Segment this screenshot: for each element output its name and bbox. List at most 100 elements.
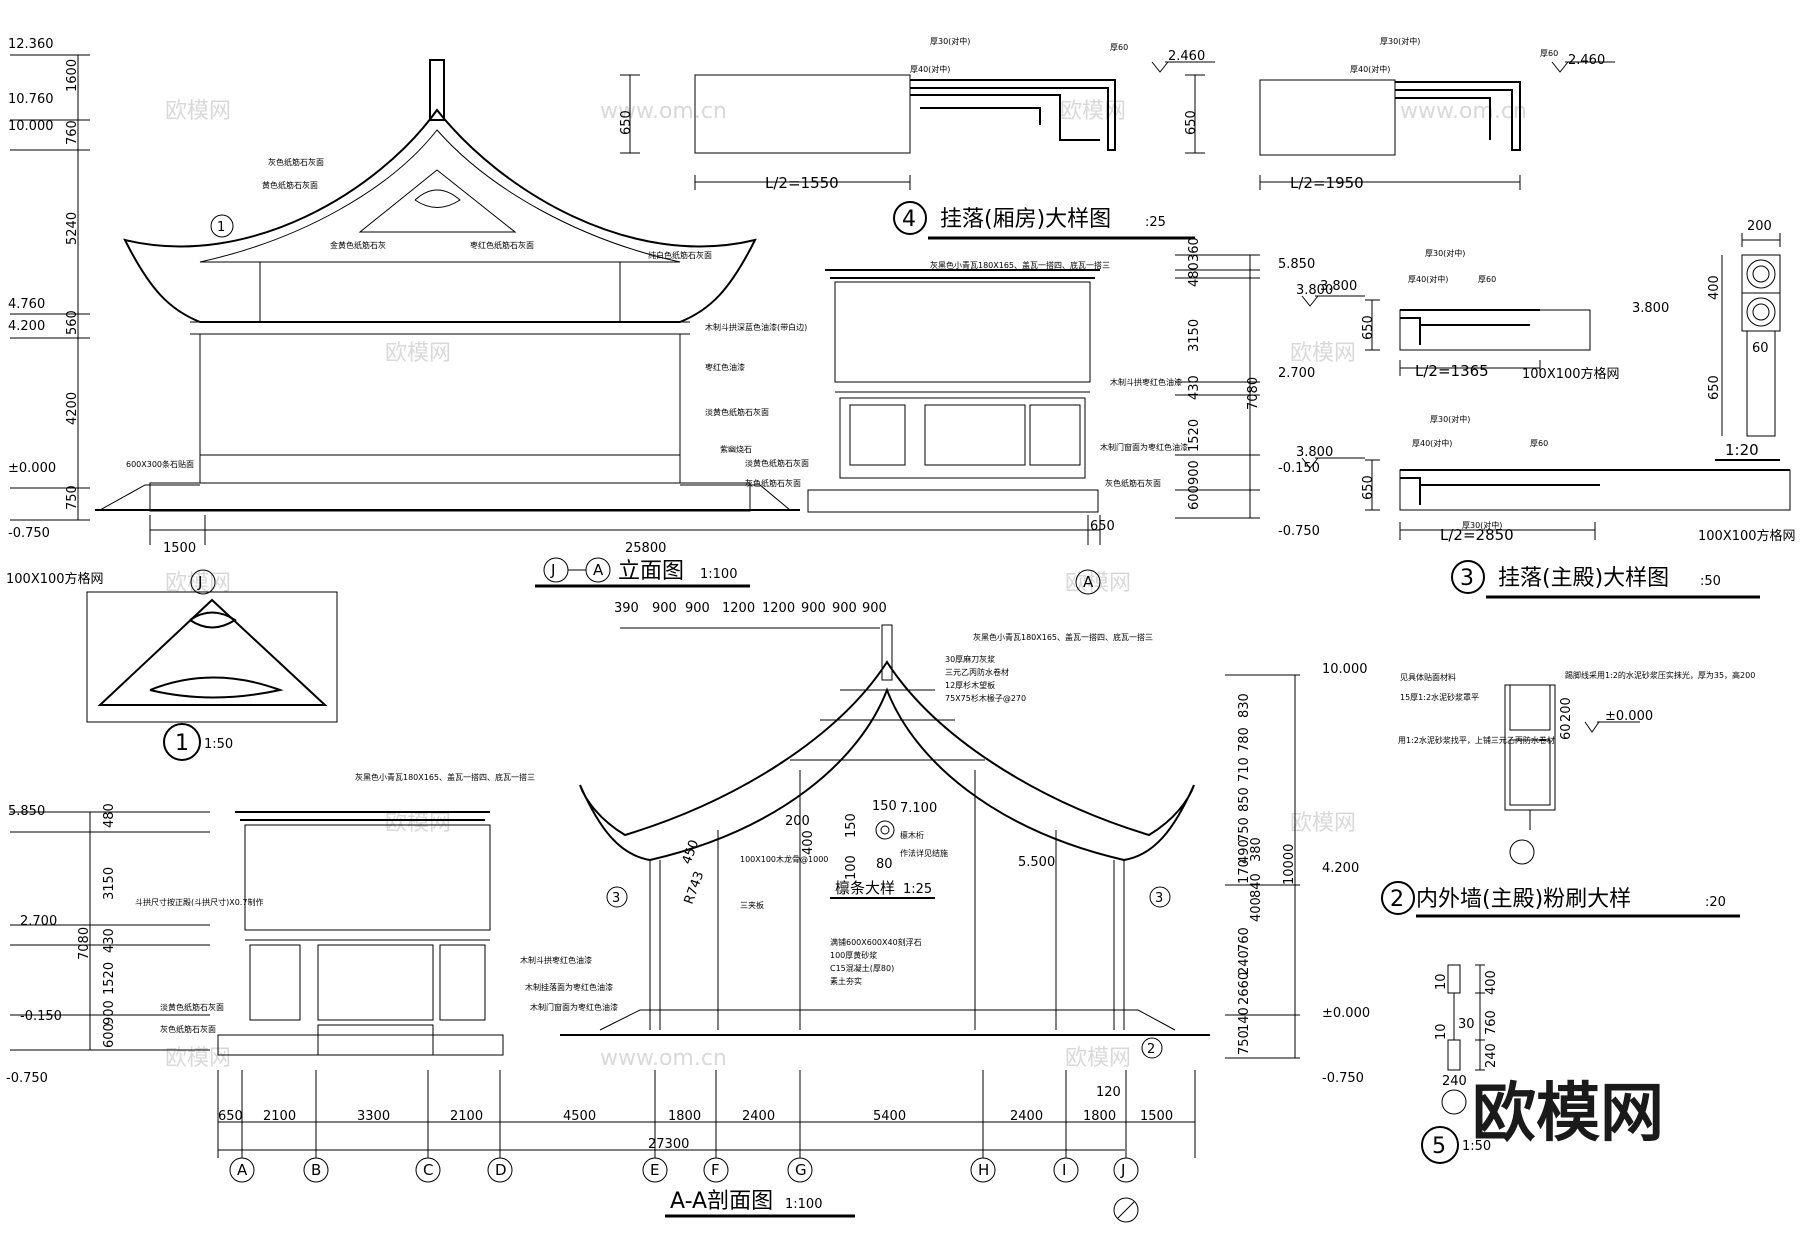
note: 15厚1:2水泥砂浆罩平 — [1400, 692, 1479, 702]
note: 灰色纸筋石灰面 — [745, 478, 801, 488]
wall-scale: :20 — [1705, 895, 1726, 910]
dim-label: 27300 — [648, 1137, 689, 1152]
note: 厚60 — [1110, 43, 1128, 52]
dim-label: 400 — [801, 830, 816, 855]
note: 斗拱尺寸按正殿(斗拱尺寸)X0.7制作 — [135, 897, 263, 907]
note: 灰色纸筋石灰面 — [268, 157, 324, 167]
dim-label: 2400 — [742, 1109, 775, 1124]
level-label: -0.750 — [8, 526, 50, 541]
level-label: 3.800 — [1296, 445, 1333, 460]
note: 厚30(对中) — [1430, 414, 1470, 424]
note: 淡黄色纸筋石灰面 — [160, 1002, 224, 1012]
d5-dim: 10 — [1434, 973, 1449, 990]
dim-label: 750 — [1237, 817, 1252, 842]
note: 厚40(对中) — [910, 64, 950, 74]
axis-bubble-G — [787, 1157, 813, 1183]
dim-label: 600 — [102, 1023, 117, 1048]
grid-label: 100X100方格网 — [6, 571, 104, 587]
gualuo-half: L/2=1365 — [1415, 362, 1489, 380]
note: 厚30(对中) — [1462, 520, 1502, 530]
gualuo-height: 650 — [1184, 110, 1199, 135]
gualuo-height: 650 — [619, 110, 634, 135]
gualuo-zhu-scale: :50 — [1700, 574, 1721, 589]
dim-label: 25800 — [625, 541, 666, 556]
axis-label: G — [795, 1161, 807, 1179]
dim-label: 900 — [1187, 460, 1202, 485]
watermark-5: 欧模网 — [385, 341, 451, 366]
level-label: -0.750 — [6, 1071, 48, 1086]
axis-bubble-J — [1113, 1157, 1139, 1183]
level-label: -0.150 — [1278, 461, 1320, 476]
axis-bubble-A — [1075, 569, 1101, 595]
watermark-9: 欧模网 — [385, 811, 451, 836]
note: 满铺600X600X40刻浮石 — [830, 937, 922, 947]
dim-label: 3300 — [357, 1109, 390, 1124]
note: 厚30(对中) — [1380, 36, 1420, 46]
note: 灰色纸筋石灰面 — [1105, 478, 1161, 488]
dim-label: 7080 — [77, 927, 92, 960]
note: 灰黑色小青瓦180X165、盖瓦一搭四、底瓦一搭三 — [355, 772, 535, 782]
gualuo-xiang-num: 4 — [902, 207, 916, 232]
dim-label: 2400 — [1010, 1109, 1043, 1124]
dim-label: 5400 — [873, 1109, 906, 1124]
title-axis-a: J — [550, 561, 555, 579]
watermark-12: 欧模网 — [1065, 1046, 1131, 1071]
detail-1: 100X100方格网 1 1:50 — [6, 571, 338, 761]
post-n: 60 — [1752, 341, 1769, 356]
dim-label: 120 — [1096, 1085, 1121, 1100]
axis-bubble-H — [970, 1157, 996, 1183]
dim-label: 380 — [1249, 837, 1264, 862]
level-label: 4.200 — [8, 319, 45, 334]
dim-label: 1200 — [722, 601, 755, 616]
level-label: 4.760 — [8, 297, 45, 312]
note: 木制斗拱枣红色油漆 — [1110, 377, 1182, 387]
dim-label: 390 — [614, 601, 639, 616]
note: 75X75杉木椽子@270 — [945, 693, 1026, 703]
note: 金黄色纸筋石灰 — [330, 240, 386, 250]
callout-3-left — [606, 886, 628, 908]
dim-label: 3150 — [1187, 319, 1202, 352]
detail5-num: 5 — [1432, 1134, 1446, 1159]
level-label: 7.100 — [900, 801, 937, 816]
level-label: -0.750 — [1322, 1071, 1364, 1086]
dim-label: 400 — [1249, 897, 1264, 922]
note: 用1:2水泥砂浆找平，上铺三元乙丙防水卷材 — [1398, 735, 1555, 745]
axis-bubble-F — [703, 1157, 729, 1183]
dim-label: 1500 — [163, 541, 196, 556]
dim-label: 10000 — [1282, 844, 1297, 885]
dim-label: 2100 — [263, 1109, 296, 1124]
note: 紫幽烧石 — [720, 444, 752, 454]
side-hall-left: 5.850 2.700 -0.150 -0.750 480 3150 430 1… — [6, 772, 618, 1086]
wall-level: ±0.000 — [1605, 709, 1653, 724]
title-bubble-2 — [1381, 881, 1415, 915]
post-width: 200 — [1747, 219, 1772, 234]
gualuo-half: L/2=1950 — [1290, 174, 1364, 192]
gualuo-xiang-details: 650 L/2=1550 厚30(对中) 厚40(对中) 厚60 2.460 6… — [619, 36, 1615, 240]
dim-label: 710 — [1237, 757, 1252, 782]
note: 木制斗拱深蓝色油漆(带白边) — [705, 322, 807, 332]
note: 三夹板 — [740, 900, 764, 910]
level-label: 3.800 — [1296, 283, 1333, 298]
dim-label: 780 — [1237, 727, 1252, 752]
dim-label: 1520 — [102, 962, 117, 995]
purlin-dim: 150 — [872, 799, 897, 814]
axis-label: J — [197, 573, 202, 591]
axis-label: I — [1062, 1161, 1066, 1179]
note: 100X100木龙骨@1000 — [740, 854, 828, 864]
angle-label: 450 — [680, 838, 703, 866]
note: 作法详见结施 — [900, 848, 948, 858]
note: 木制门窗面为枣红色油漆 — [1100, 442, 1188, 452]
gualuo-zhu-details: 650 L/2=1365 厚30(对中) 厚40(对中) 厚60 3.800 1… — [1296, 219, 1796, 599]
note: 厚60 — [1540, 49, 1558, 58]
dim-label: 1200 — [762, 601, 795, 616]
level-label: 10.000 — [8, 119, 54, 134]
side-hall-elevation: 灰黑色小青瓦180X165、盖瓦一搭四、底瓦一搭三 木制斗拱枣红色油漆 木制门窗… — [807, 260, 1188, 513]
axis-bubble-E — [642, 1157, 668, 1183]
note: 踢脚线采用1:2的水泥砂浆压实抹光，厚为35，高200 — [1565, 670, 1755, 680]
note: 灰黑色小青瓦180X165、盖瓦一搭四、底瓦一搭三 — [973, 632, 1153, 642]
elevation-title: 立面图 — [618, 559, 684, 584]
dim-label: 1800 — [1083, 1109, 1116, 1124]
d5-dim: 240 — [1484, 1043, 1499, 1068]
gualuo-zhu-num: 3 — [1460, 566, 1474, 591]
axis-label: E — [650, 1161, 659, 1179]
